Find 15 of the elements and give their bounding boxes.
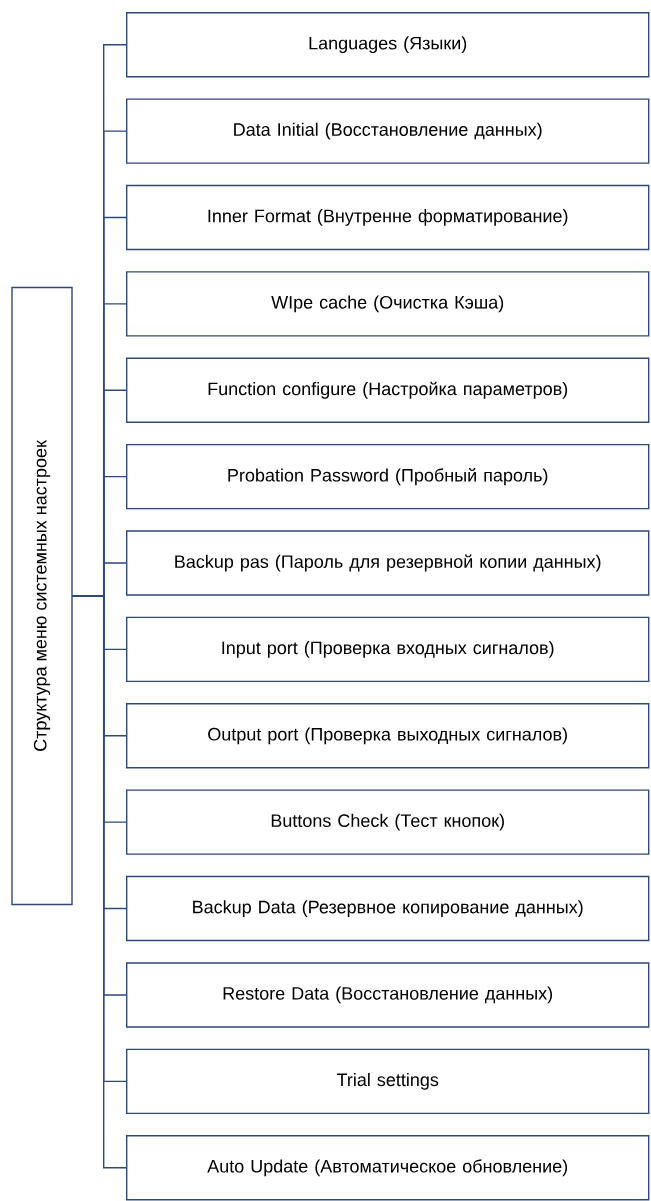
menu-item-box: Probation Password (Пробный пароль): [126, 443, 650, 510]
menu-item-box: Input port (Проверка входных сигналов): [126, 616, 650, 683]
menu-root-box: Структура меню системных настроек: [11, 286, 73, 906]
menu-item-box: Backup pas (Пароль для резервной копии данных): [126, 530, 650, 596]
menu-item-box: Inner Format (Внутренне форматирование): [126, 184, 650, 251]
menu-item-box: Trial settings: [126, 1048, 650, 1115]
menu-item-box: Restore Data (Восстановление данных): [126, 962, 650, 1028]
menu-item-box: Buttons Check (Тест кнопок): [126, 789, 650, 855]
menu-item-box: Function configure (Настройка параметров): [126, 357, 650, 423]
menu-item-box: Output port (Проверка выходных сигналов): [126, 703, 650, 769]
menu-item-box: WIpe cache (Очистка Кэша): [126, 271, 650, 337]
menu-item-box: Languages (Языки): [126, 12, 650, 78]
menu-item-box: Auto Update (Автоматическое обновление): [126, 1135, 650, 1201]
menu-item-box: Backup Data (Резервное копирование данных): [126, 875, 650, 942]
menu-item-box: Data Initial (Восстановление данных): [126, 98, 650, 164]
